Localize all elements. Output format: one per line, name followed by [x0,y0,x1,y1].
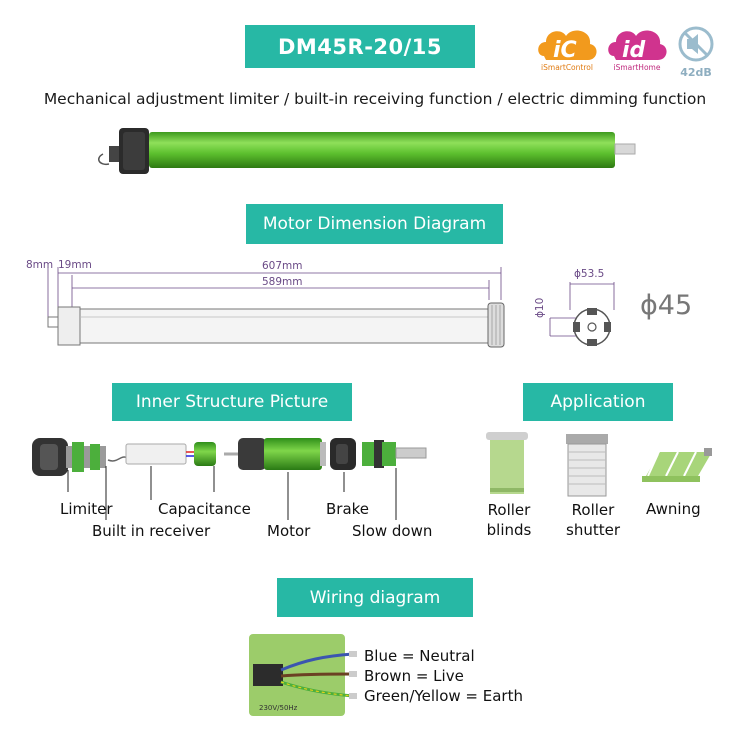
part-slowdown-label: Slow down [352,522,433,540]
part-motor-label: Motor [267,522,311,540]
ismartcontrol-icon: iC iSmartControl [538,30,597,72]
mute-speaker-icon: 42dB [678,26,714,79]
dim-10: ϕ10 [534,297,546,318]
app-awning-label: Awning [646,500,701,518]
dim-19mm: 19mm [58,259,92,271]
roller-blind-icon [486,432,528,494]
dim-8mm: 8mm [26,259,54,271]
ismarthome-icon: id iSmartHome [608,30,667,72]
ismartcontrol-label: iSmartControl [541,63,593,72]
ismarthome-label: iSmartHome [614,63,661,72]
inner-pointer-lines [105,492,397,520]
part-capacitance-label: Capacitance [158,500,251,518]
wiring-image: 230V/50Hz [249,634,357,716]
application-title: Application [523,383,673,421]
svg-text:iC: iC [553,38,577,63]
wiring-section-title: Wiring diagram [277,578,473,617]
motor-tube-image [98,128,636,174]
part-receiver-label: Built in receiver [92,522,211,540]
app-roller-shutter-label: Roller shutter [566,501,620,539]
inner-structure-title: Inner Structure Picture [112,383,352,421]
wire-earth-label: Green/Yellow = Earth [364,687,523,705]
part-brake-label: Brake [326,500,370,518]
dim-607mm: 607mm [262,260,303,272]
dimension-drawing [47,267,505,348]
wire-brown-label: Brown = Live [364,667,464,685]
feature-subtitle: Mechanical adjustment limiter / built-in… [43,90,707,108]
awning-icon [642,448,712,482]
roller-shutter-icon [566,434,608,497]
end-view-drawing [549,282,615,346]
part-limiter-label: Limiter [60,500,113,518]
product-title: DM45R-20/15 [245,25,475,68]
diameter-45: ϕ45 [640,290,693,321]
wire-blue-label: Blue = Neutral [364,647,475,665]
noise-level: 42dB [680,66,712,79]
dim-53-5: ϕ53.5 [574,268,605,280]
plug-voltage-label: 230V/50Hz [259,704,298,712]
dimension-section-title: Motor Dimension Diagram [246,204,503,244]
inner-structure-image [32,438,427,492]
svg-text:id: id [622,38,646,63]
dim-589mm: 589mm [262,276,303,288]
app-roller-blinds-label: Roller blinds [486,501,532,539]
